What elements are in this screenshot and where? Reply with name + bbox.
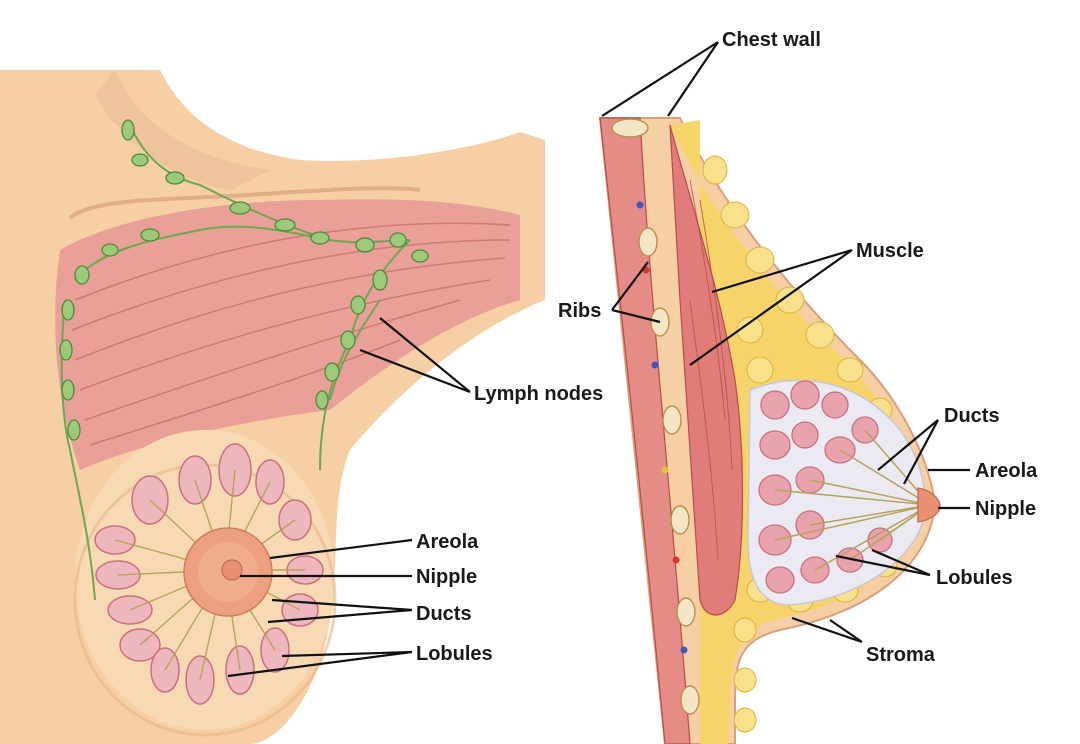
leader-areola-left xyxy=(269,538,413,560)
leader-lines xyxy=(227,41,970,678)
nipple-frontal xyxy=(221,559,243,581)
label-lobules-left: Lobules xyxy=(416,643,493,665)
leader-lymph-nodes xyxy=(359,317,471,394)
muscle-fibers xyxy=(71,222,511,446)
label-lobules-right: Lobules xyxy=(936,567,1013,589)
label-ducts-right: Ducts xyxy=(944,405,1000,427)
leader-lobules-left xyxy=(227,650,413,678)
muscle-striations xyxy=(689,179,733,561)
label-stroma: Stroma xyxy=(866,644,936,666)
frontal-view xyxy=(0,70,545,744)
label-nipple-right: Nipple xyxy=(975,498,1036,520)
leader-stroma xyxy=(791,616,863,644)
leader-ducts-right xyxy=(877,419,939,485)
ribs-section xyxy=(611,118,700,715)
vessels-section xyxy=(636,201,688,654)
leader-ducts-left xyxy=(267,598,413,624)
label-lymph-nodes: Lymph nodes xyxy=(474,383,603,405)
labels: Chest wall Muscle Ribs Lymph nodes Ducts… xyxy=(416,29,1038,666)
nipple-section xyxy=(917,487,941,523)
label-areola-right: Areola xyxy=(975,460,1038,482)
leader-chest-wall xyxy=(601,41,719,117)
label-areola-left: Areola xyxy=(416,531,479,553)
label-muscle: Muscle xyxy=(856,240,924,262)
leader-ribs xyxy=(611,261,661,324)
chest-wall-band xyxy=(599,117,691,744)
clavicle xyxy=(68,186,421,220)
label-ducts-left: Ducts xyxy=(416,603,472,625)
label-chest-wall: Chest wall xyxy=(722,29,821,51)
label-ribs: Ribs xyxy=(558,300,601,322)
leader-lobules-right xyxy=(835,548,931,577)
sagittal-view xyxy=(598,117,941,744)
label-nipple-left: Nipple xyxy=(416,566,477,588)
lymph-nodes-frontal xyxy=(59,119,429,441)
leader-muscle xyxy=(689,248,853,366)
